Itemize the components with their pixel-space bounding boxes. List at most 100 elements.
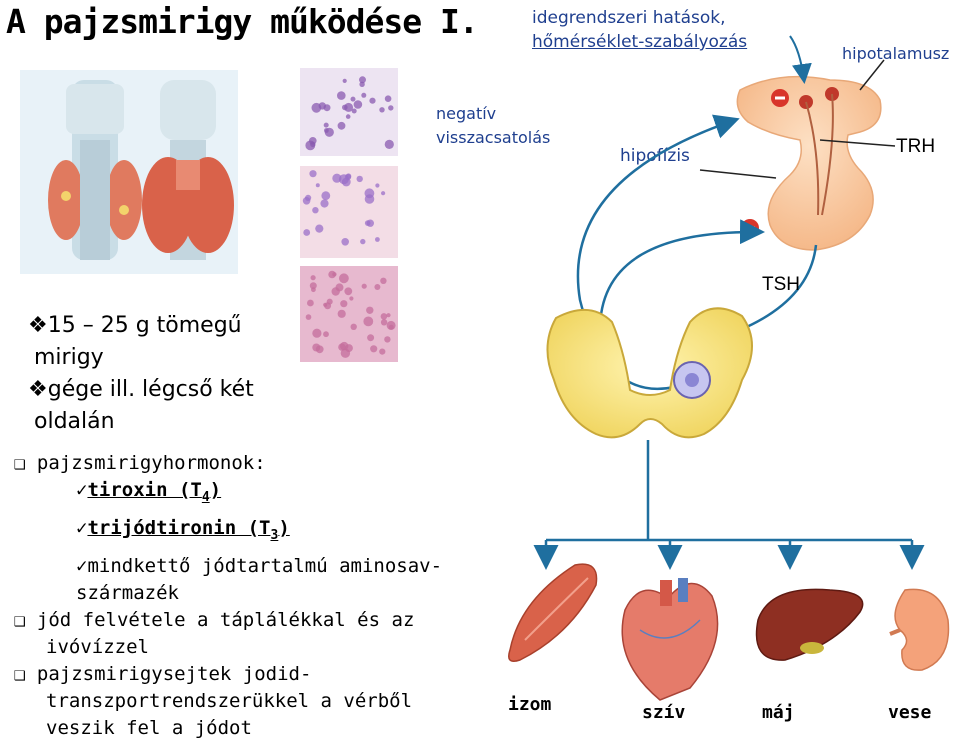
histology-cell bbox=[388, 324, 394, 330]
histology-cell bbox=[344, 287, 353, 296]
histology-cell bbox=[324, 127, 334, 137]
histology-cell bbox=[331, 287, 340, 296]
fact-item-cont: oldalán bbox=[34, 409, 115, 434]
fact-item: ❖gége ill. légcső két bbox=[28, 377, 254, 402]
list-item-cont: származék bbox=[76, 581, 179, 604]
histology-cell bbox=[384, 95, 392, 102]
histology-cell bbox=[350, 96, 356, 102]
checkmark-icon: ✓ bbox=[76, 516, 88, 539]
histology-cell bbox=[366, 306, 374, 314]
histology-cell bbox=[337, 121, 346, 130]
histology-cell bbox=[315, 183, 320, 188]
checkbox-bullet-icon: ❑ bbox=[14, 662, 37, 685]
histology-cell bbox=[337, 309, 346, 318]
histology-cell bbox=[380, 313, 388, 320]
histology-cell bbox=[344, 174, 352, 181]
tsh-label: TSH bbox=[762, 274, 800, 295]
histology-cell bbox=[360, 238, 366, 245]
histology-cell bbox=[337, 91, 346, 100]
histology-cell bbox=[309, 170, 317, 178]
organ-label-muscle: izom bbox=[508, 694, 552, 715]
histology-cell bbox=[341, 238, 350, 246]
list-item: ❑ pajzsmirigyhormonok: bbox=[14, 452, 266, 474]
heart-organ bbox=[621, 578, 719, 701]
diamond-bullet-icon: ❖ bbox=[28, 377, 48, 402]
histology-cell bbox=[312, 207, 319, 214]
histology-cell bbox=[359, 76, 366, 84]
histology-cell bbox=[375, 237, 380, 242]
histology-cell bbox=[345, 114, 351, 119]
thyroid-diagram bbox=[20, 35, 950, 701]
histology-cell bbox=[318, 102, 326, 110]
histology-cell bbox=[307, 299, 314, 307]
list-item-cont: ivóvízzel bbox=[46, 635, 149, 658]
histology-cell bbox=[332, 272, 337, 277]
target-organ-arrows bbox=[533, 440, 925, 570]
list-item: ✓trijódtironin (T3) bbox=[76, 516, 290, 543]
kidney-organ bbox=[889, 588, 950, 671]
histology-cells bbox=[302, 76, 396, 358]
page-title: A pajzsmirigy működése I. bbox=[6, 2, 479, 41]
histology-cell bbox=[361, 92, 367, 98]
histology-cell bbox=[361, 283, 367, 289]
histology-cell bbox=[364, 194, 375, 204]
neck-anatomy-illustration bbox=[20, 70, 238, 274]
histology-cell bbox=[303, 229, 311, 236]
histology-cell bbox=[332, 173, 342, 183]
histology-cell bbox=[342, 104, 348, 111]
list-item: ❑ pajzsmirigysejtek jodid- bbox=[14, 662, 312, 685]
histology-cell bbox=[340, 300, 348, 308]
organ-label-liver: máj bbox=[762, 702, 795, 723]
histology-cell bbox=[321, 191, 331, 201]
histology-cell bbox=[311, 287, 316, 293]
organ-label-heart: szív bbox=[642, 702, 686, 723]
histology-cell bbox=[323, 122, 329, 128]
histology-cell bbox=[309, 282, 317, 290]
histology-cell bbox=[310, 141, 316, 148]
hormone-list: ❑ pajzsmirigyhormonok: ✓tiroxin (T4) ✓tr… bbox=[14, 450, 442, 742]
checkmark-icon: ✓ bbox=[76, 554, 88, 577]
liver-organ bbox=[755, 588, 864, 661]
histology-cell bbox=[349, 296, 354, 301]
histology-cell bbox=[342, 78, 347, 83]
checkmark-icon: ✓ bbox=[76, 479, 88, 501]
histology-cell bbox=[320, 199, 329, 208]
histology-cell bbox=[363, 316, 374, 327]
list-item: ❑ jód felvétele a táplálékkal és az bbox=[14, 608, 415, 631]
histology-cell bbox=[369, 97, 376, 104]
histology-cell bbox=[305, 314, 312, 320]
checkbox-bullet-icon: ❑ bbox=[14, 608, 37, 631]
histology-cell bbox=[353, 100, 363, 109]
histology-cell bbox=[326, 298, 333, 305]
histology-cell bbox=[351, 108, 357, 114]
histology-cell bbox=[350, 323, 357, 330]
nervous-effects-label: idegrendszeri hatások, bbox=[532, 8, 726, 28]
fact-item-cont: mirigy bbox=[34, 345, 104, 370]
histology-cell bbox=[315, 224, 324, 233]
histology-cell bbox=[386, 313, 391, 318]
histology-cell bbox=[384, 336, 391, 343]
histology-cell bbox=[379, 107, 385, 113]
negative-feedback-label-2: visszacsatolás bbox=[436, 128, 551, 147]
histology-cell bbox=[375, 183, 380, 188]
histology-cell bbox=[364, 220, 371, 226]
histology-cell bbox=[359, 81, 365, 88]
trh-label: TRH bbox=[896, 136, 936, 157]
histology-cell bbox=[340, 348, 351, 358]
list-item: ✓mindkettő jódtartalmú aminosav- bbox=[76, 554, 443, 577]
fact-list: ❖15 – 25 g tömegű mirigy ❖gége ill. légc… bbox=[28, 310, 254, 438]
histology-cell bbox=[380, 277, 387, 284]
organ-label-kidney: vese bbox=[888, 702, 932, 723]
histology-cell bbox=[312, 328, 322, 338]
checkbox-bullet-icon: ❑ bbox=[14, 452, 37, 474]
histology-cell bbox=[388, 105, 394, 111]
histology-cell bbox=[323, 331, 329, 338]
list-item: ✓tiroxin (T4) bbox=[76, 479, 222, 505]
histology-cell bbox=[380, 319, 388, 326]
histology-cell bbox=[384, 139, 394, 149]
hypothalamus-pituitary bbox=[699, 59, 896, 251]
histology-cell bbox=[356, 175, 363, 183]
histology-cell bbox=[379, 348, 386, 355]
histology-cell bbox=[339, 273, 349, 284]
histology-cell bbox=[315, 345, 324, 354]
